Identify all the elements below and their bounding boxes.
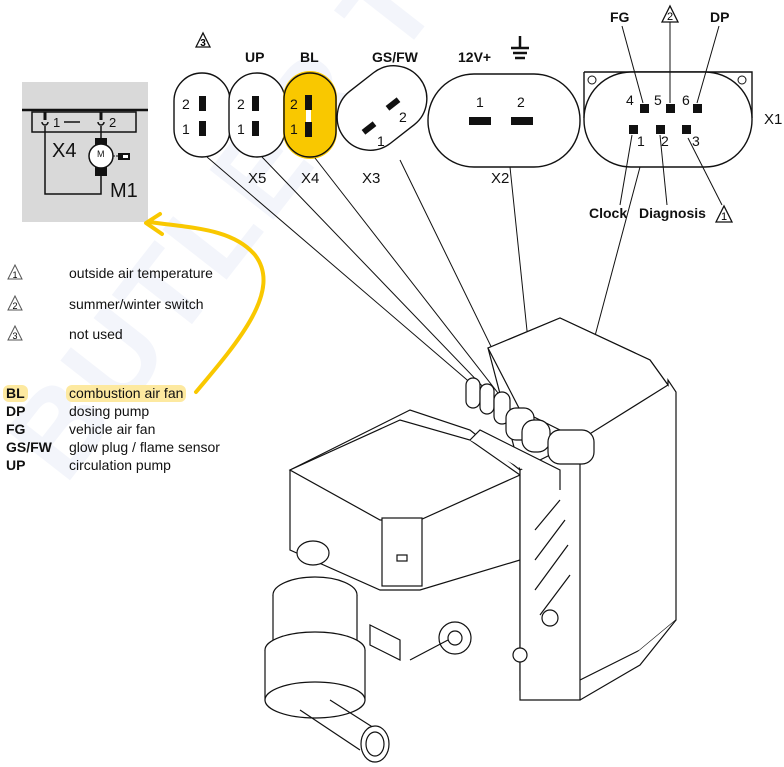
highlight-arrowhead xyxy=(144,212,164,236)
note-row-1: 1 outside air temperature xyxy=(0,263,280,285)
connector-x6-body xyxy=(173,72,231,158)
x2-pin-1: 1 xyxy=(476,94,484,110)
svg-text:3: 3 xyxy=(200,38,206,49)
svg-text:1: 1 xyxy=(12,270,17,280)
connector-x3-name: X3 xyxy=(362,170,381,187)
x1-pin-1: 1 xyxy=(637,133,645,149)
abbr-text: dosing pump xyxy=(69,403,150,419)
note-3-icon-header: 3 xyxy=(194,31,212,49)
ground-icon xyxy=(511,36,529,60)
inset-connector-label: X4 xyxy=(52,140,77,162)
x3-pin-2: 2 xyxy=(399,109,407,125)
abbr-text: circulation pump xyxy=(69,457,171,473)
x6-pin-1: 1 xyxy=(182,121,190,137)
connector-x4-header: BL xyxy=(300,49,319,65)
highlight-arrow xyxy=(148,220,266,394)
heater-illustration xyxy=(264,317,677,763)
note-1-icon: 1 xyxy=(7,263,23,280)
abbr-row-up: UP circulation pump xyxy=(0,457,280,475)
note-3-text: not used xyxy=(69,326,123,342)
note-row-2: 2 summer/winter switch xyxy=(0,294,280,316)
connector-x2-body xyxy=(427,73,581,168)
x6-pin-2: 2 xyxy=(182,96,190,112)
svg-text:2: 2 xyxy=(12,301,17,311)
x1-label-clock: Clock xyxy=(589,205,628,221)
abbr-row-fg: FG vehicle air fan xyxy=(0,421,280,439)
x2-pin-2: 2 xyxy=(517,94,525,110)
abbr-code: GS/FW xyxy=(6,439,52,455)
abbr-row-dp: DP dosing pump xyxy=(0,403,280,421)
x1-pin-3: 3 xyxy=(692,133,700,149)
abbr-text: glow plug / flame sensor xyxy=(69,439,220,455)
abbr-text: combustion air fan xyxy=(66,385,187,402)
x1-pin-5: 5 xyxy=(654,92,662,108)
connector-x5-body xyxy=(228,72,286,158)
x1-label-diagnosis: Diagnosis xyxy=(639,205,706,221)
note-1-text: outside air temperature xyxy=(69,265,213,281)
x4-pin-1: 1 xyxy=(290,121,298,137)
x4-pin-2: 2 xyxy=(290,96,298,112)
abbr-row-gsfw: GS/FW glow plug / flame sensor xyxy=(0,439,280,457)
note-2-icon: 2 xyxy=(7,294,23,311)
x1-label-fg: FG xyxy=(610,9,630,25)
abbr-code: DP xyxy=(6,403,26,419)
x5-pin-2: 2 xyxy=(237,96,245,112)
connector-x5-name: X5 xyxy=(248,170,267,187)
x1-pin-6: 6 xyxy=(682,92,690,108)
abbr-code: BL xyxy=(3,385,28,402)
note-2-text: summer/winter switch xyxy=(69,296,204,312)
x1-pin-2: 2 xyxy=(661,133,669,149)
x5-pin-1: 1 xyxy=(237,121,245,137)
inset-schematic: 1 2 X4 M M1 xyxy=(22,82,148,222)
connector-x3-body xyxy=(336,65,428,151)
note-2-icon-x1: 2 xyxy=(660,4,680,23)
abbr-text: vehicle air fan xyxy=(69,421,156,437)
note-3-icon: 3 xyxy=(7,324,23,341)
note-1-icon-x1: 1 xyxy=(714,204,734,223)
x3-pin-1: 1 xyxy=(377,133,385,149)
inset-schematic-drawing xyxy=(22,108,148,195)
connector-x2-header: 12V+ xyxy=(458,49,492,65)
motor-symbol: M xyxy=(97,149,105,159)
abbr-row-bl: BL combustion air fan xyxy=(0,385,280,403)
x1-pin-4: 4 xyxy=(626,92,634,108)
note-row-3: 3 not used xyxy=(0,324,280,346)
connector-x4-name: X4 xyxy=(301,170,320,187)
svg-text:3: 3 xyxy=(12,331,17,341)
inset-component-label: M1 xyxy=(110,180,138,202)
connector-x2-name: X2 xyxy=(491,170,510,187)
inset-pin-1: 1 xyxy=(53,115,61,130)
connector-x1-body xyxy=(583,71,753,168)
abbr-code: UP xyxy=(6,457,26,473)
inset-pin-2: 2 xyxy=(109,115,117,130)
connector-x5-header: UP xyxy=(245,49,265,65)
x1-label-dp: DP xyxy=(710,9,730,25)
connector-x1-name: X1 xyxy=(764,111,783,128)
svg-text:1: 1 xyxy=(721,211,727,223)
svg-text:2: 2 xyxy=(667,11,673,23)
abbr-code: FG xyxy=(6,421,26,437)
connector-x3-header: GS/FW xyxy=(372,49,418,65)
